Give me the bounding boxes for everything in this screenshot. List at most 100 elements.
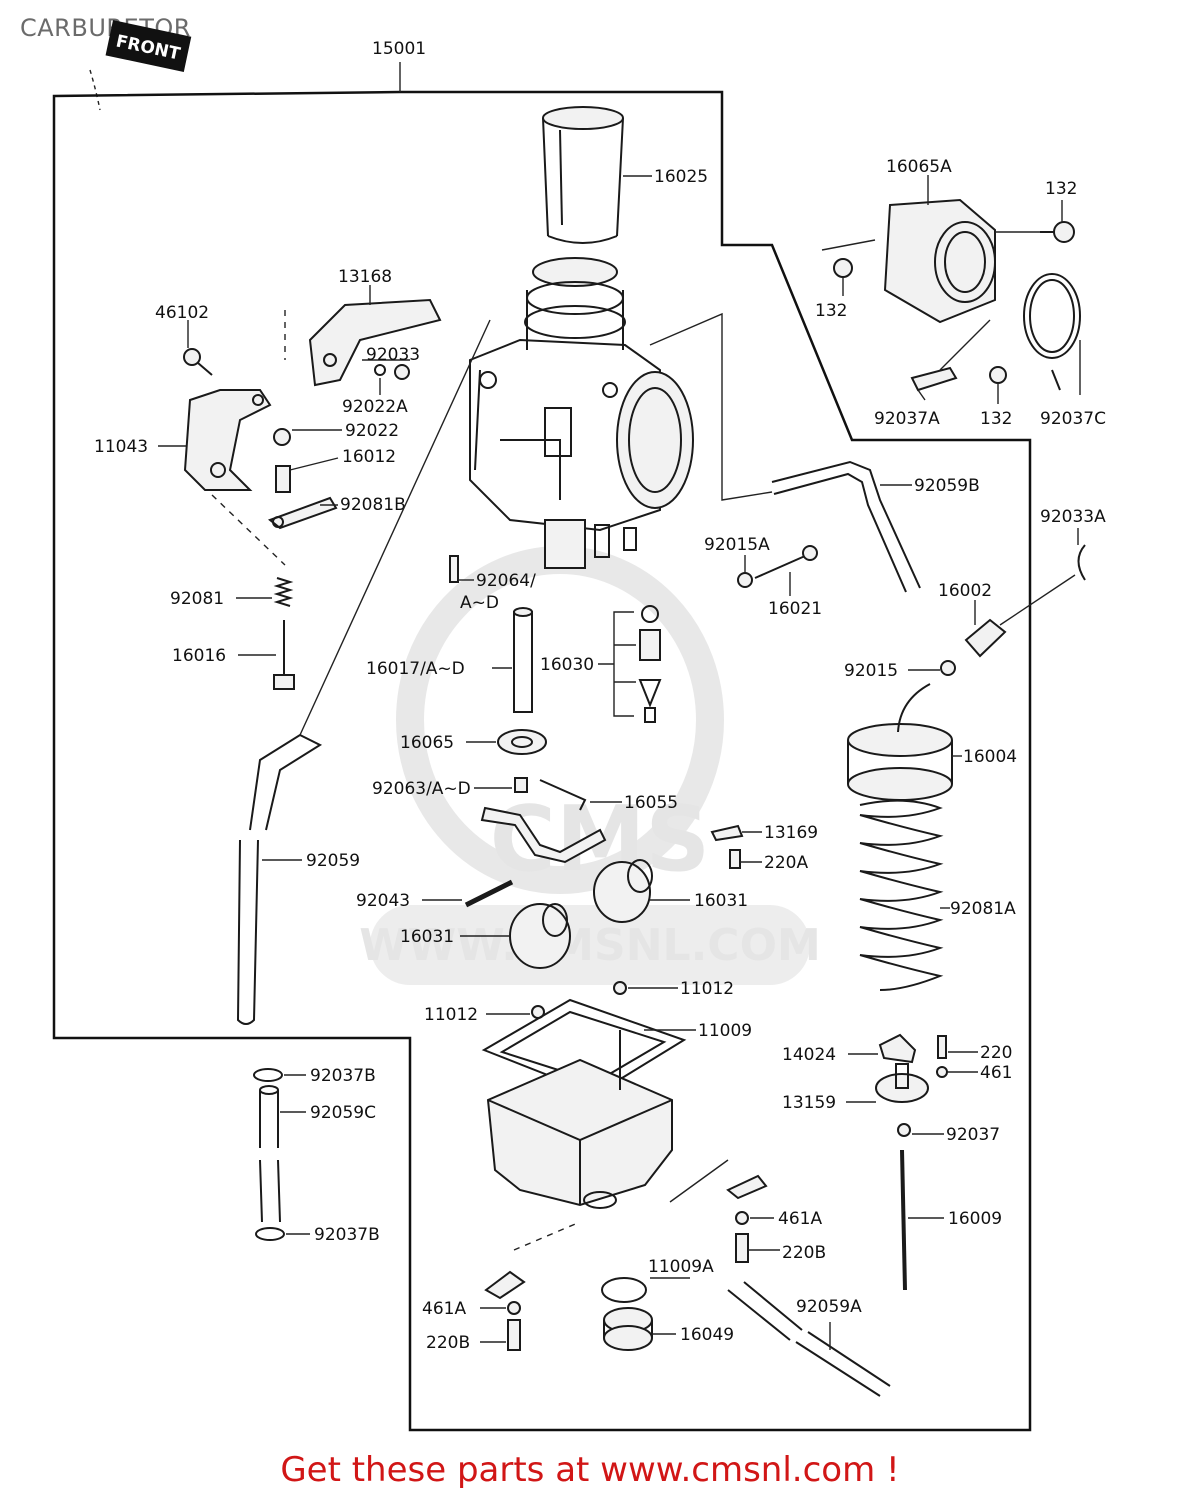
part-16055-float-arm [480,779,607,864]
label-92022A: 92022A [342,397,408,417]
label-92081A: 92081A [950,899,1016,919]
label-92015: 92015 [844,661,898,681]
part-92064-jet-needle-clip [449,555,459,583]
label-92033: 92033 [366,345,420,365]
label-16065: 16065 [400,733,454,753]
front-direction-tag: FRONT [105,20,192,72]
part-92037B-clamp-lower [255,1227,285,1241]
part-461A-washer-left [507,1301,521,1315]
label-11012-right: 11012 [680,979,734,999]
label-92022: 92022 [345,421,399,441]
part-16031-float-lower [509,903,571,969]
part-11012-plug-right [613,981,627,995]
label-92059B: 92059B [914,476,980,496]
label-16049: 16049 [680,1325,734,1345]
part-92022A-washer [374,364,386,376]
part-461A-washer-right [735,1211,749,1225]
label-461: 461 [980,1063,1012,1083]
part-92037B-clamp-upper [253,1068,283,1082]
label-220B-right: 220B [782,1243,826,1263]
part-92015A-nut [737,572,753,588]
part-92043-float-pin [464,879,514,908]
part-220B-screw-left [507,1319,521,1351]
part-16009-plunger-rod [900,1149,907,1291]
part-16017-jet-needle [513,607,533,713]
part-16002-slide-top [964,618,1007,658]
part-14024-bracket [878,1033,917,1064]
part-461A-plate-left [484,1270,526,1300]
label-14024: 14024 [782,1045,836,1065]
label-16055: 16055 [624,793,678,813]
label-16017: 16017/A~D [366,659,465,679]
part-11009A-o-ring [601,1277,647,1303]
label-16012: 16012 [342,447,396,467]
part-float-bowl [486,1030,673,1209]
part-92059C-tube [259,1085,281,1223]
part-92033A-clip [1077,544,1086,581]
label-92015A: 92015A [704,535,770,555]
label-13169: 13169 [764,823,818,843]
label-16002: 16002 [938,581,992,601]
label-92037B-lower: 92037B [314,1225,380,1245]
watermark-url-text: WWW.CMSNL.COM [359,920,821,971]
part-carburetor-body [469,257,694,569]
label-16004: 16004 [963,747,1017,767]
part-92037C-hose-clamp [1023,273,1081,391]
part-220B-screw-right [735,1233,749,1263]
part-92015-nut [940,660,956,676]
label-220B-left: 220B [426,1333,470,1353]
part-11043-mounting-bracket [183,389,272,491]
part-13168-cable-bracket [308,298,442,387]
part-92033-nut [394,364,410,380]
label-92081B: 92081B [340,495,406,515]
part-16030-needle-jet-set [638,605,662,723]
part-461A-plate-right [726,1174,768,1200]
label-132-left: 132 [815,301,847,321]
label-16025: 16025 [654,167,708,187]
label-11043: 11043 [94,437,148,457]
label-92037: 92037 [946,1125,1000,1145]
label-46102: 46102 [155,303,209,323]
label-92064-range: A~D [460,593,499,613]
label-92064: 92064/ [476,571,536,591]
part-46102-screw [183,348,213,376]
label-92059A: 92059A [796,1297,862,1317]
part-92022-nut [273,428,291,446]
label-13168: 13168 [338,267,392,287]
label-92043: 92043 [356,891,410,911]
footer-cmsnl-link[interactable]: Get these parts at www.cmsnl.com ! [280,1450,900,1490]
label-461A-right: 461A [778,1209,822,1229]
label-92063: 92063/A~D [372,779,471,799]
part-16012-adjuster [275,465,291,493]
part-13169-plate [710,824,744,842]
part-16065-slide-holder [497,729,547,755]
part-461-washer [936,1066,948,1078]
label-16016: 16016 [172,646,226,666]
label-16031-upper: 16031 [694,891,748,911]
label-13159: 13159 [782,1093,836,1113]
part-16021-pilot-screw [754,545,818,579]
part-92081A-throttle-spring [859,799,944,991]
label-461A-left: 461A [422,1299,466,1319]
label-16021: 16021 [768,599,822,619]
label-11009A: 11009A [648,1257,714,1277]
part-16031-float-upper [593,859,653,923]
label-11012-left: 11012 [424,1005,478,1025]
label-220: 220 [980,1043,1012,1063]
label-92037C: 92037C [1040,409,1106,429]
label-16030: 16030 [540,655,594,675]
part-132-bolt-upper [1040,221,1075,243]
part-92037-clip [897,1123,911,1137]
part-13159-cable-adjuster-base [875,1063,929,1103]
part-132-bolt-lower [989,366,1007,384]
label-16009: 16009 [948,1209,1002,1229]
part-16004-mixing-chamber-cap [847,683,953,801]
label-92081: 92081 [170,589,224,609]
part-220A-screw [729,849,741,869]
part-92037A-clamp-screw [910,366,958,392]
label-92037A: 92037A [874,409,940,429]
label-11009: 11009 [698,1021,752,1041]
assembly-15001-frame [52,90,1032,1432]
label-16031-lower: 16031 [400,927,454,947]
label-16065A: 16065A [886,157,952,177]
